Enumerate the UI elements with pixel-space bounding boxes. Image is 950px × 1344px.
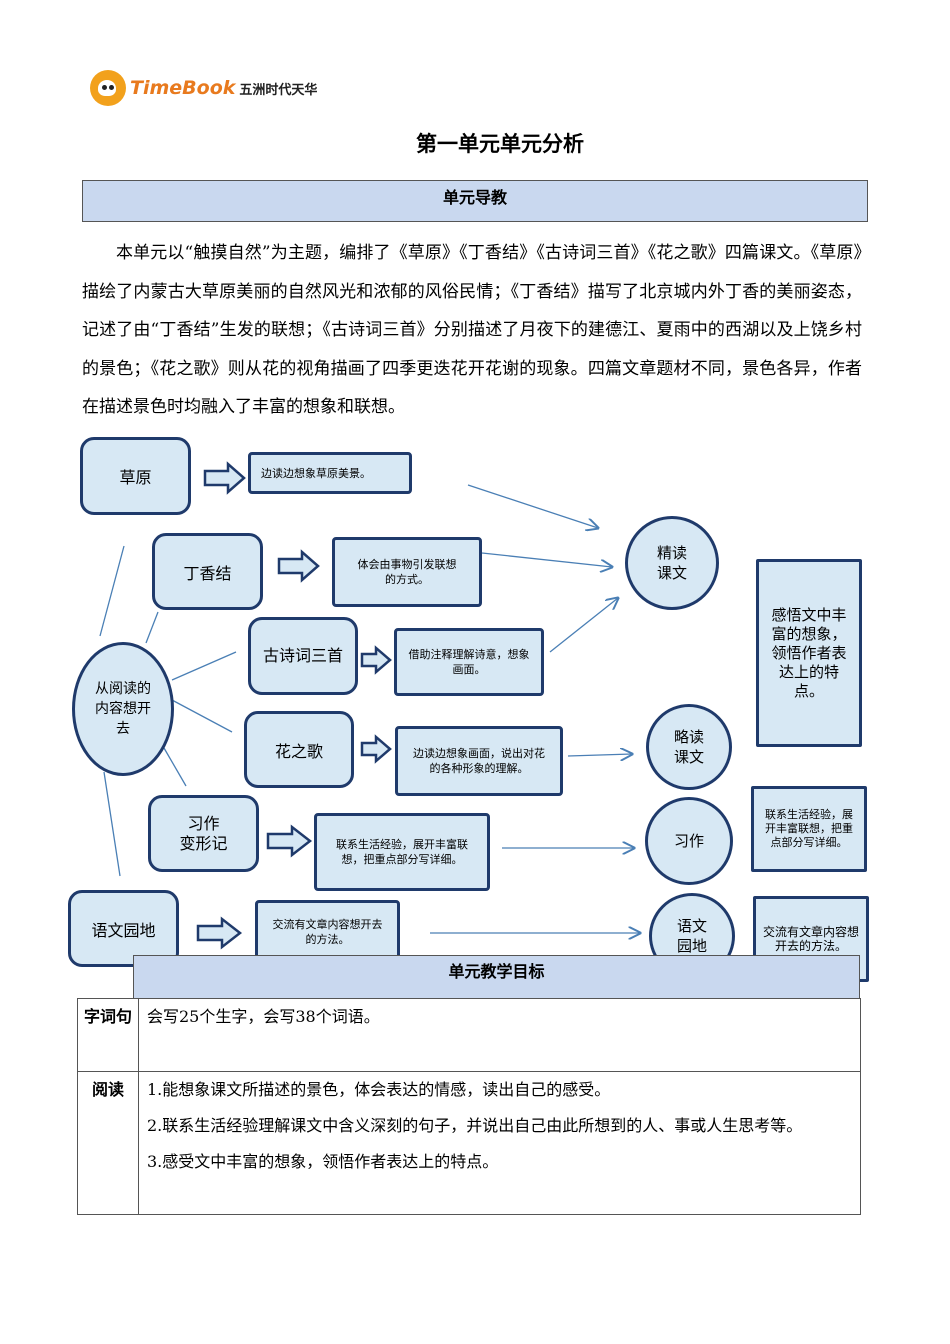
section-header-teaching-goals: 单元教学目标: [133, 955, 860, 999]
arrow-note-huazhige-skim: [567, 754, 632, 756]
block-arrow-yuwen: [196, 916, 243, 950]
goal-category: 字词句: [77, 998, 139, 1072]
diagram-connectors: [99, 461, 950, 950]
lesson-gushi-sanshou: 古诗词三首: [248, 617, 358, 695]
block-arrow-gushi: [360, 645, 392, 675]
timebook-logo-icon: [90, 70, 126, 106]
note-dingxiangjie: 体会由事物引发联想的方式。: [332, 537, 482, 607]
note-huazhige: 边读边想象画面，说出对花的各种形象的理解。: [395, 726, 563, 796]
line-center-xizuo: [163, 747, 187, 787]
block-arrow-caoyuan: [203, 461, 246, 495]
page-title: 第一单元单元分析: [416, 132, 584, 156]
lesson-dingxiangjie: 丁香结: [152, 533, 263, 610]
note-caoyuan: 边读边想象草原美景。: [248, 452, 412, 494]
arrow-note-gushi-intensive: [549, 598, 618, 653]
lesson-yuwen-yuandi: 语文园地: [68, 890, 179, 967]
lesson-xizuo-bianxingji: 习作 变形记: [148, 795, 259, 872]
goal-content: 会写25个生字，会写38个词语。: [138, 998, 861, 1072]
outcome-reading: 感悟文中丰富的想象，领悟作者表达上的特点。: [756, 559, 862, 747]
line-center-caoyuan: [99, 545, 125, 637]
goal-item: 1.能想象课文所描述的景色，体会表达的情感，读出自己的感受。: [147, 1080, 611, 1099]
table-row: 字词句 会写25个生字，会写38个词语。: [77, 998, 861, 1072]
type-skim-reading: 略读 课文: [646, 704, 732, 790]
teaching-goals-table: 字词句 会写25个生字，会写38个词语。 阅读 1.能想象课文所描述的景色，体会…: [77, 998, 861, 1215]
intro-paragraph: 本单元以“触摸自然”为主题，编排了《草原》《丁香结》《古诗词三首》《花之歌》四篇…: [82, 243, 862, 417]
goal-category: 阅读: [77, 1071, 139, 1215]
arrow-note-dingxiangjie-intensive: [481, 552, 612, 567]
brand-name-en: TimeBook: [130, 77, 236, 99]
lesson-huazhige: 花之歌: [244, 711, 354, 788]
goal-item: 会写25个生字，会写38个词语。: [147, 1007, 380, 1026]
line-center-yuwen: [103, 771, 121, 877]
brand-logo: TimeBook 五洲时代天华: [90, 70, 317, 106]
outcome-writing: 联系生活经验，展开丰富联想，把重点部分写详细。: [751, 786, 867, 872]
brand-name-cn: 五洲时代天华: [239, 82, 318, 98]
line-center-huazhige: [171, 699, 233, 733]
note-xizuo: 联系生活经验，展开丰富联想，把重点部分写详细。: [314, 813, 490, 891]
arrow-note-caoyuan-intensive: [467, 484, 598, 528]
goal-content: 1.能想象课文所描述的景色，体会表达的情感，读出自己的感受。 2.联系生活经验理…: [138, 1071, 861, 1215]
goal-item: 3.感受文中丰富的想象，领悟作者表达上的特点。: [147, 1152, 499, 1171]
line-center-gushi: [171, 651, 237, 681]
table-row: 阅读 1.能想象课文所描述的景色，体会表达的情感，读出自己的感受。 2.联系生活…: [77, 1071, 861, 1215]
lesson-caoyuan: 草原: [80, 437, 191, 515]
line-center-dingxiangjie: [145, 611, 159, 644]
center-topic: 从阅读的内容想开去: [72, 642, 174, 776]
goal-item: 2.联系生活经验理解课文中含义深刻的句子，并说出自己由此所想到的人、事或人生思考…: [147, 1116, 803, 1135]
section-header-teaching-guide: 单元导教: [82, 180, 868, 222]
type-intensive-reading: 精读 课文: [625, 516, 719, 610]
block-arrow-xizuo: [266, 824, 313, 858]
block-arrow-dingxiangjie: [277, 549, 320, 583]
note-gushi: 借助注释理解诗意，想象画面。: [394, 628, 544, 696]
unit-concept-diagram: 草原 丁香结 古诗词三首 花之歌 习作 变形记 语文园地 从阅读的内容想开去 边…: [0, 430, 950, 990]
type-writing: 习作: [645, 797, 733, 885]
block-arrow-huazhige: [360, 734, 392, 764]
